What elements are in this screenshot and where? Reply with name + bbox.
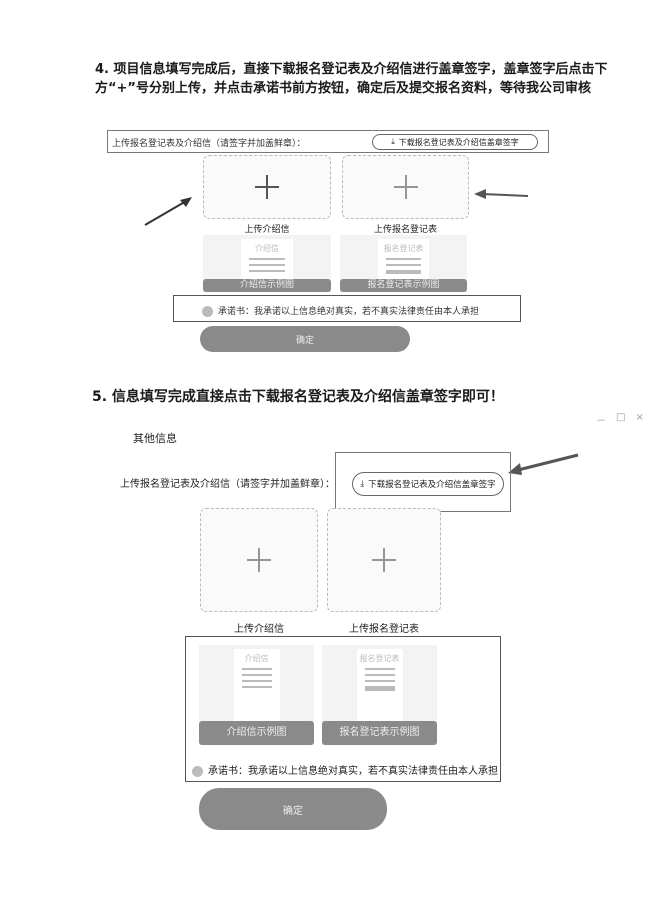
promise-checkbox[interactable]: 承诺书：我承诺以上信息绝对真实，若不真实法律责任由本人承担 bbox=[192, 762, 498, 777]
download-button[interactable]: ⤓下载报名登记表及介绍信盖章签字 bbox=[372, 134, 538, 150]
step4-instructions: 4. 项目信息填写完成后，直接下载报名登记表及介绍信进行盖章签字，盖章签字后点击… bbox=[95, 62, 608, 96]
example-form-caption: 报名登记表示例图 bbox=[340, 279, 467, 292]
maximize-button[interactable]: □ bbox=[616, 412, 626, 423]
upload-letter-tile[interactable] bbox=[203, 155, 331, 219]
example-title: 报名登记表 bbox=[359, 654, 400, 663]
promise-text: 承诺书：我承诺以上信息绝对真实，若不真实法律责任由本人承担 bbox=[218, 307, 480, 317]
upload-letter-label: 上传介绍信 bbox=[234, 624, 284, 635]
upload-form-tile[interactable] bbox=[342, 155, 469, 219]
window-controls: － □ × bbox=[596, 412, 644, 427]
upload-label: 上传报名登记表及介绍信（请签字并加盖鲜章）： bbox=[120, 479, 335, 490]
step5-instructions: 5. 信息填写完成直接点击下载报名登记表及介绍信盖章签字即可！ bbox=[92, 389, 504, 405]
examples-box bbox=[185, 636, 501, 782]
upload-form-tile[interactable] bbox=[327, 508, 441, 612]
plus-icon bbox=[255, 175, 279, 199]
example-title: 介绍信 bbox=[254, 244, 279, 253]
promise-box: 承诺书：我承诺以上信息绝对真实，若不真实法律责任由本人承担 bbox=[173, 295, 521, 322]
download-button[interactable]: ⤓下载报名登记表及介绍信盖章签字 bbox=[352, 472, 504, 496]
confirm-button[interactable]: 确定 bbox=[200, 326, 410, 352]
minimize-button[interactable]: － bbox=[596, 416, 606, 427]
download-button-label: 下载报名登记表及介绍信盖章签字 bbox=[398, 137, 519, 147]
check-icon bbox=[202, 306, 213, 317]
upload-label: 上传报名登记表及介绍信（请签字并加盖鲜章）： bbox=[112, 139, 306, 149]
example-letter[interactable]: 介绍信 介绍信示例图 bbox=[203, 235, 331, 292]
upload-letter-tile[interactable] bbox=[200, 508, 318, 612]
confirm-button[interactable]: 确定 bbox=[199, 788, 387, 830]
upload-header-box: 上传报名登记表及介绍信（请签字并加盖鲜章）： bbox=[107, 130, 549, 153]
upload-form-label: 上传报名登记表 bbox=[373, 225, 437, 235]
section-title: 其他信息 bbox=[133, 432, 177, 445]
plus-icon bbox=[247, 548, 271, 572]
download-icon: ⤓ bbox=[391, 137, 395, 146]
example-letter[interactable]: 介绍信 介绍信示例图 bbox=[199, 645, 314, 745]
download-icon: ⤓ bbox=[360, 479, 365, 489]
upload-letter-label: 上传介绍信 bbox=[244, 225, 290, 235]
promise-checkbox[interactable]: 承诺书：我承诺以上信息绝对真实，若不真实法律责任由本人承担 bbox=[202, 304, 479, 317]
example-letter-caption: 介绍信示例图 bbox=[199, 721, 314, 745]
example-form[interactable]: 报名登记表 报名登记表示例图 bbox=[340, 235, 467, 292]
plus-icon bbox=[372, 548, 396, 572]
example-form[interactable]: 报名登记表 报名登记表示例图 bbox=[322, 645, 437, 745]
example-letter-caption: 介绍信示例图 bbox=[203, 279, 331, 292]
example-title: 报名登记表 bbox=[383, 244, 424, 253]
download-button-label: 下载报名登记表及介绍信盖章签字 bbox=[368, 480, 496, 490]
plus-icon bbox=[393, 175, 418, 199]
upload-form-label: 上传报名登记表 bbox=[349, 624, 419, 635]
example-form-caption: 报名登记表示例图 bbox=[322, 721, 437, 745]
close-button[interactable]: × bbox=[635, 412, 644, 423]
promise-text: 承诺书：我承诺以上信息绝对真实，若不真实法律责任由本人承担 bbox=[208, 766, 498, 777]
check-icon bbox=[192, 765, 203, 777]
example-title: 介绍信 bbox=[244, 654, 269, 663]
